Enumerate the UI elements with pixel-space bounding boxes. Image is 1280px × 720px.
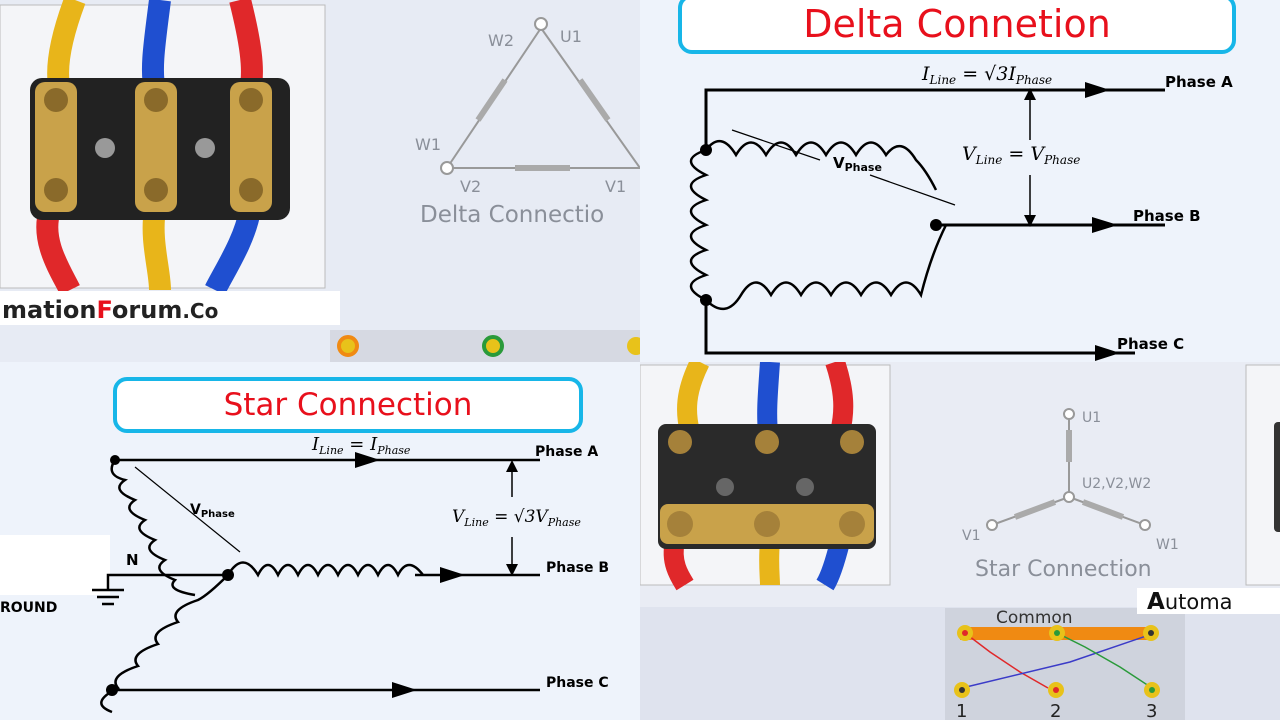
coil-top (705, 140, 938, 191)
terminal-center: U2,V2,W2 (1082, 476, 1151, 492)
terminal-number-2: 2 (1050, 701, 1061, 720)
star-photo-panel: U1 U2,V2,W2 V1 W1 Star Connection Common… (640, 362, 1280, 720)
delta-title: Delta Connetion (678, 0, 1236, 54)
star-caption: Star Connection (975, 557, 1152, 582)
terminal-v1: V1 (605, 177, 626, 196)
delta-connection-panel: Delta Connetion ILine = √3IPhase VLine =… (640, 0, 1280, 362)
phase-a-label: Phase A (535, 444, 598, 460)
watermark-text: mationForum.Co (2, 296, 218, 324)
vphase-label: VPhase (833, 154, 882, 174)
common-windings (961, 632, 1156, 689)
phase-b-label: Phase B (546, 560, 609, 576)
star-photo-svg: U1 U2,V2,W2 V1 W1 Star Connection Common… (640, 362, 1280, 720)
coil-left (689, 148, 710, 302)
brass-links (35, 82, 272, 212)
terminal-number-3: 3 (1146, 701, 1157, 720)
common-label: Common (996, 608, 1073, 628)
delta-voltage-formula: VLine = VPhase (962, 143, 1080, 167)
phase-c-label: Phase C (546, 675, 609, 691)
delta-caption: Delta Connectio (420, 202, 604, 228)
watermark-text: Automa (1147, 589, 1233, 615)
terminal-number-1: 1 (956, 701, 967, 720)
watermark-box (1137, 588, 1280, 614)
star-schematic: ILine = IPhase VLine = √3VPhase VPhase N… (0, 434, 609, 714)
neutral-label: N (126, 551, 139, 569)
ground-label: ROUND (0, 600, 57, 616)
coil-b (226, 561, 424, 578)
coil-a (110, 459, 196, 597)
terminal-w1: W1 (415, 135, 441, 154)
star-voltage-formula: VLine = √3VPhase (452, 507, 581, 529)
star-y-diagram (986, 408, 1151, 531)
star-connection-panel: ILine = IPhase VLine = √3VPhase VPhase N… (0, 362, 640, 720)
phase-c-label: Phase C (1117, 335, 1184, 353)
vphase-label: VPhase (190, 502, 235, 520)
terminal-w2: W2 (488, 31, 514, 50)
terminal-v1: V1 (962, 528, 980, 544)
terminal-u1: U1 (1082, 410, 1101, 426)
phase-a-wire (704, 88, 1165, 150)
delta-schematic: ILine = √3IPhase VLine = VPhase VPhase P… (689, 63, 1233, 361)
terminal-v2: V2 (460, 177, 481, 196)
phase-b-label: Phase B (1133, 207, 1201, 225)
delta-photo-panel: W2 U1 W1 V2 V1 Delta Connectio mationFor… (0, 0, 640, 362)
terminal-u1: U1 (560, 27, 582, 46)
terminal-nuts (44, 88, 263, 202)
common-terminals (954, 625, 1160, 698)
coil-c (100, 574, 229, 714)
star-title: Star Connection (113, 377, 583, 433)
watermark-box (0, 291, 340, 325)
delta-photo-svg: W2 U1 W1 V2 V1 Delta Connectio mationFor… (0, 0, 640, 362)
coil-bottom (705, 224, 948, 310)
motor-wires (36, 0, 263, 296)
terminal-w1: W1 (1156, 537, 1179, 553)
delta-triangle-diagram (440, 17, 640, 175)
star-current-formula: ILine = IPhase (311, 434, 411, 457)
phase-c-wire (704, 300, 1135, 355)
phase-a-label: Phase A (1165, 73, 1233, 91)
delta-current-formula: ILine = √3IPhase (921, 63, 1052, 87)
common-diagram-bg (945, 608, 1185, 720)
